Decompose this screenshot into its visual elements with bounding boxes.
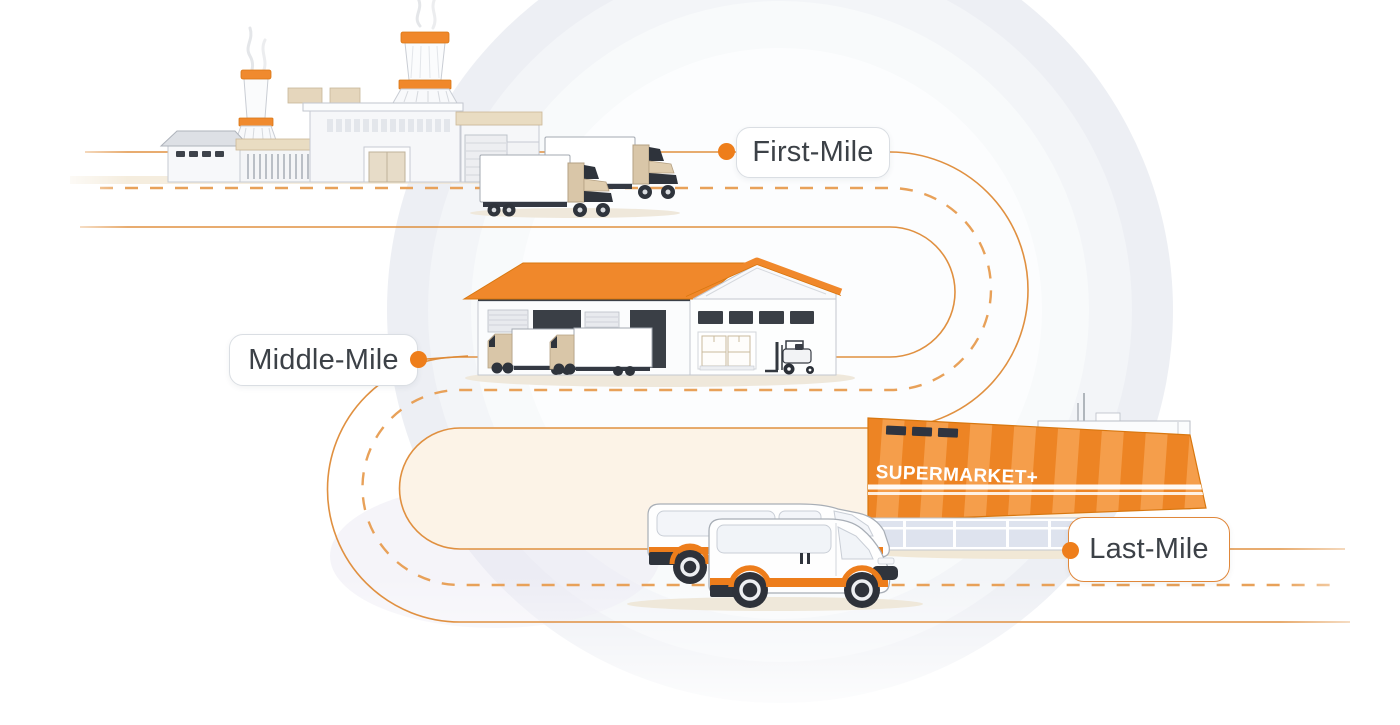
pallet-boxes bbox=[697, 331, 757, 371]
first-mile-label-text: First-Mile bbox=[752, 136, 874, 168]
cooling-tower-small bbox=[235, 69, 277, 141]
last-mile-label[interactable]: Last-Mile bbox=[1068, 517, 1230, 582]
supermarket-illustration bbox=[867, 393, 1207, 551]
factory-main-building bbox=[287, 87, 464, 183]
roof-box bbox=[329, 87, 361, 104]
warehouse-illustration bbox=[462, 257, 843, 376]
roof-box bbox=[287, 87, 323, 104]
docked-truck-2 bbox=[549, 327, 653, 376]
road-edge-outer bbox=[85, 151, 1345, 550]
delivery-van-front bbox=[708, 518, 898, 608]
last-mile-label-text: Last-Mile bbox=[1089, 533, 1209, 565]
facade-details bbox=[868, 425, 1206, 495]
forklift-illustration bbox=[765, 340, 814, 375]
first-mile-dot-icon bbox=[718, 143, 735, 160]
warehouse-windows bbox=[698, 311, 814, 324]
right-edge-fade bbox=[1280, 535, 1400, 635]
cooling-tower-large bbox=[392, 31, 458, 104]
van-shadow bbox=[627, 597, 923, 611]
supermarket-glass-front bbox=[869, 517, 1083, 551]
middle-mile-dot-icon bbox=[410, 351, 427, 368]
left-edge-fade bbox=[48, 135, 128, 240]
first-mile-label[interactable]: First-Mile bbox=[736, 127, 890, 178]
factory-left-building bbox=[159, 130, 251, 183]
window-row bbox=[327, 119, 450, 132]
middle-mile-label[interactable]: Middle-Mile bbox=[229, 334, 418, 386]
factory-vent-section bbox=[235, 138, 323, 183]
facade-vents bbox=[885, 425, 959, 438]
warehouse-gable bbox=[684, 257, 843, 300]
middle-mile-label-text: Middle-Mile bbox=[248, 343, 399, 376]
last-mile-dot-icon bbox=[1062, 542, 1079, 559]
